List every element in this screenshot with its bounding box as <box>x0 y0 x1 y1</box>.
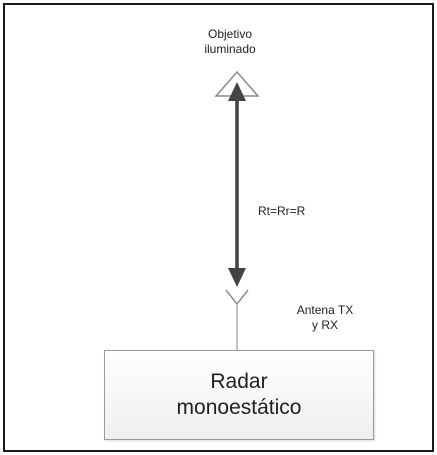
antenna-label-line1: Antena TX <box>296 303 354 317</box>
range-label: Rt=Rr=R <box>258 204 306 218</box>
antenna-icon <box>225 289 249 306</box>
target-label-line1: Objetivo <box>207 27 253 41</box>
antenna-label: Antena TX y RX <box>270 303 380 333</box>
radar-label-line1: Radar <box>210 370 268 393</box>
range-arrow-head-up <box>228 82 246 101</box>
radar-box: Radar monoestático <box>104 350 374 440</box>
target-label: Objetivo iluminado <box>150 27 310 57</box>
target-label-line2: iluminado <box>204 42 256 56</box>
range-arrow-head-down <box>228 268 246 287</box>
radar-label-line2: monoestático <box>176 396 302 419</box>
antenna-label-line2: y RX <box>311 318 338 332</box>
radar-label: Radar monoestático <box>139 369 339 421</box>
